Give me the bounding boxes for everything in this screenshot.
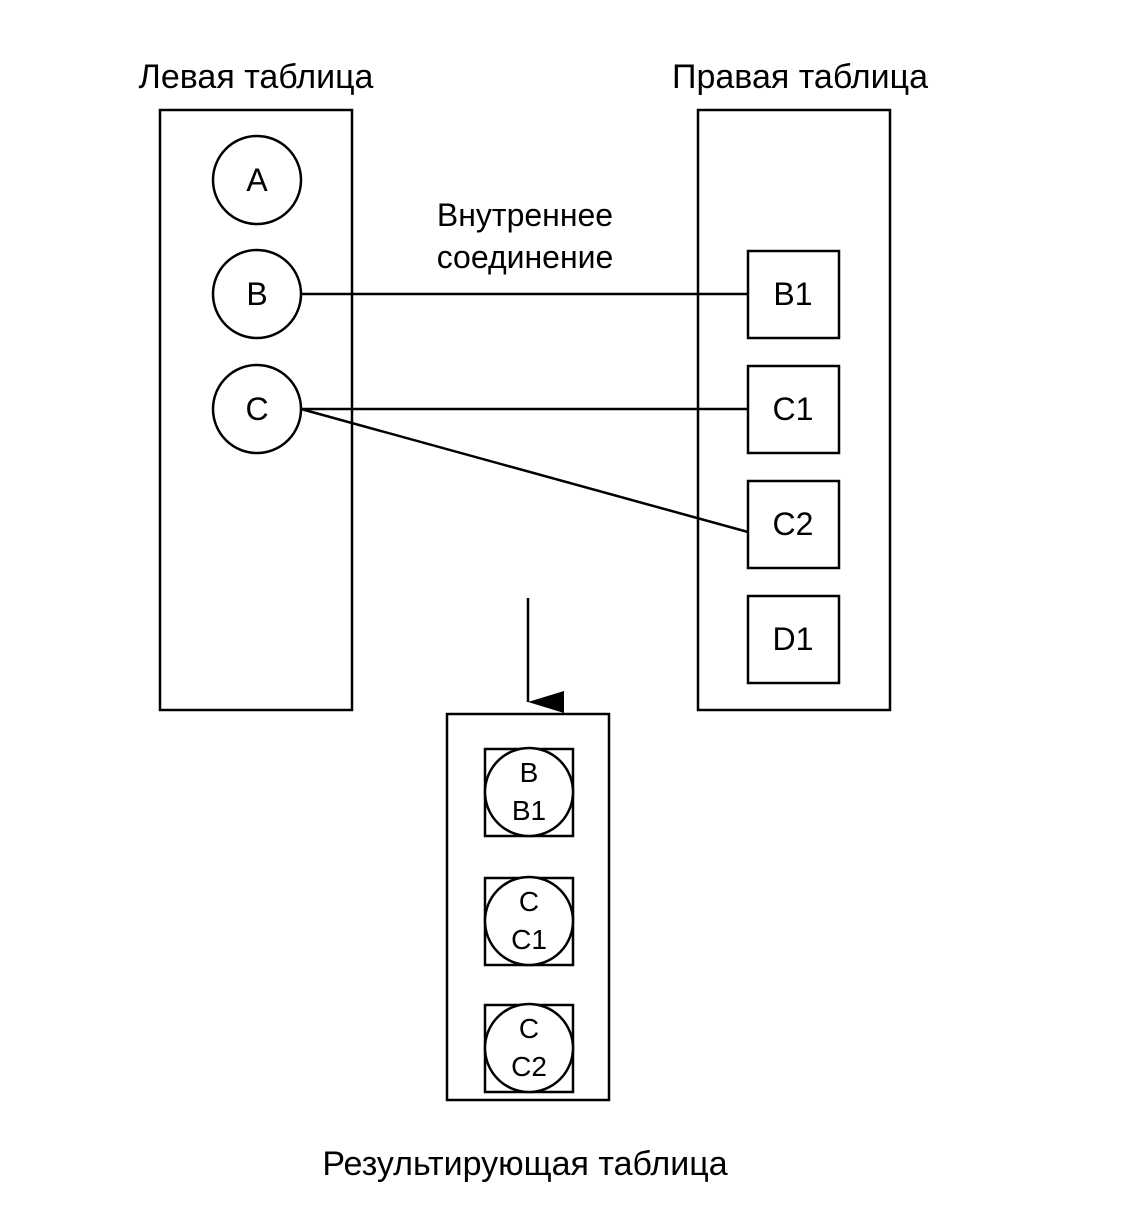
right-table-item-b1: B1 [746, 249, 841, 340]
result-row-3: C C2 [483, 1002, 575, 1094]
result-row-1-left: B [520, 757, 539, 788]
result-table-title: Результирующая таблица [322, 1145, 727, 1183]
right-item-label-b1: B1 [773, 276, 812, 312]
left-item-label-b: B [246, 276, 267, 312]
right-item-label-c1: C1 [773, 391, 814, 427]
result-row-1-right: B1 [512, 795, 546, 826]
right-item-label-c2: C2 [773, 506, 814, 542]
result-row-2-left: C [519, 886, 539, 917]
right-table-item-c2: C2 [746, 479, 841, 570]
right-item-label-d1: D1 [773, 621, 814, 657]
join-label-line1: Внутреннее [437, 197, 613, 233]
right-table-title: Правая таблица [672, 58, 928, 96]
left-item-label-c: C [245, 391, 268, 427]
left-item-label-a: A [246, 162, 268, 198]
left-table-item-c: C [211, 363, 303, 455]
result-row-2-right: C1 [511, 924, 547, 955]
right-table-item-c1: C1 [746, 364, 841, 455]
left-table-item-a: A [211, 134, 303, 226]
right-table-item-d1: D1 [746, 594, 841, 685]
join-label-line2: соединение [437, 239, 614, 275]
left-table-item-b: B [211, 248, 303, 340]
result-row-3-left: C [519, 1013, 539, 1044]
left-table-title: Левая таблица [139, 58, 374, 96]
result-row-1: B B1 [483, 746, 575, 838]
result-row-2: C C1 [483, 875, 575, 967]
connector-c-c2 [300, 407, 749, 534]
result-table-box [445, 712, 611, 1102]
result-row-3-right: C2 [511, 1051, 547, 1082]
